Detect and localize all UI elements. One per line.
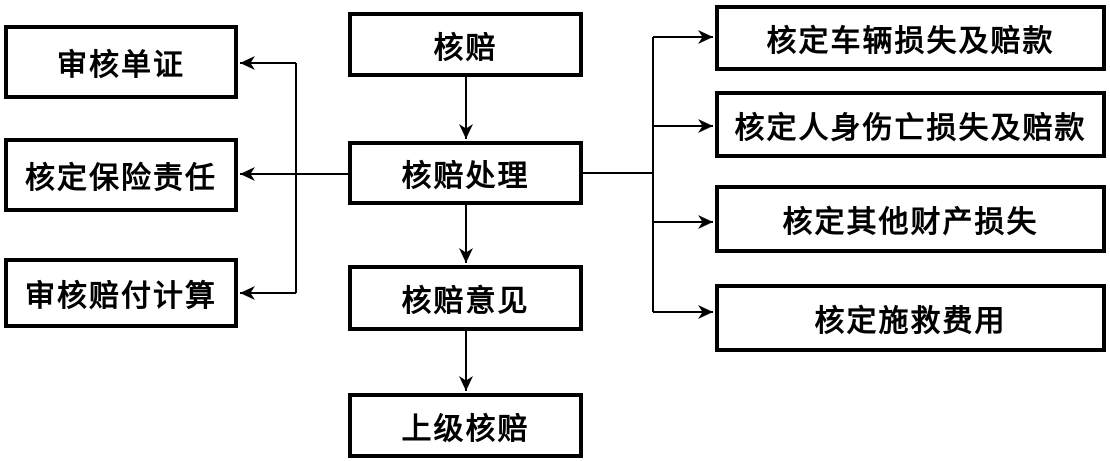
flow-node-superior-claim-review: 上级核赔 [348,393,583,458]
flow-node-determine-insurance-liability: 核定保险责任 [4,138,238,212]
flow-node-assess-casualty-loss: 核定人身伤亡损失及赔款 [715,91,1106,158]
flow-node-verify-payment-calculation: 审核赔付计算 [4,258,238,328]
flow-node-claim-review: 核赔 [348,12,583,77]
flow-node-assess-other-property-loss: 核定其他财产损失 [715,185,1106,253]
flow-node-claim-review-opinion: 核赔意见 [348,265,583,331]
flow-node-assess-rescue-expenses: 核定施救费用 [715,284,1106,352]
flow-node-claim-review-processing: 核赔处理 [348,141,583,205]
flow-node-verify-documents: 审核单证 [4,25,238,99]
flow-node-assess-vehicle-loss: 核定车辆损失及赔款 [715,5,1106,71]
